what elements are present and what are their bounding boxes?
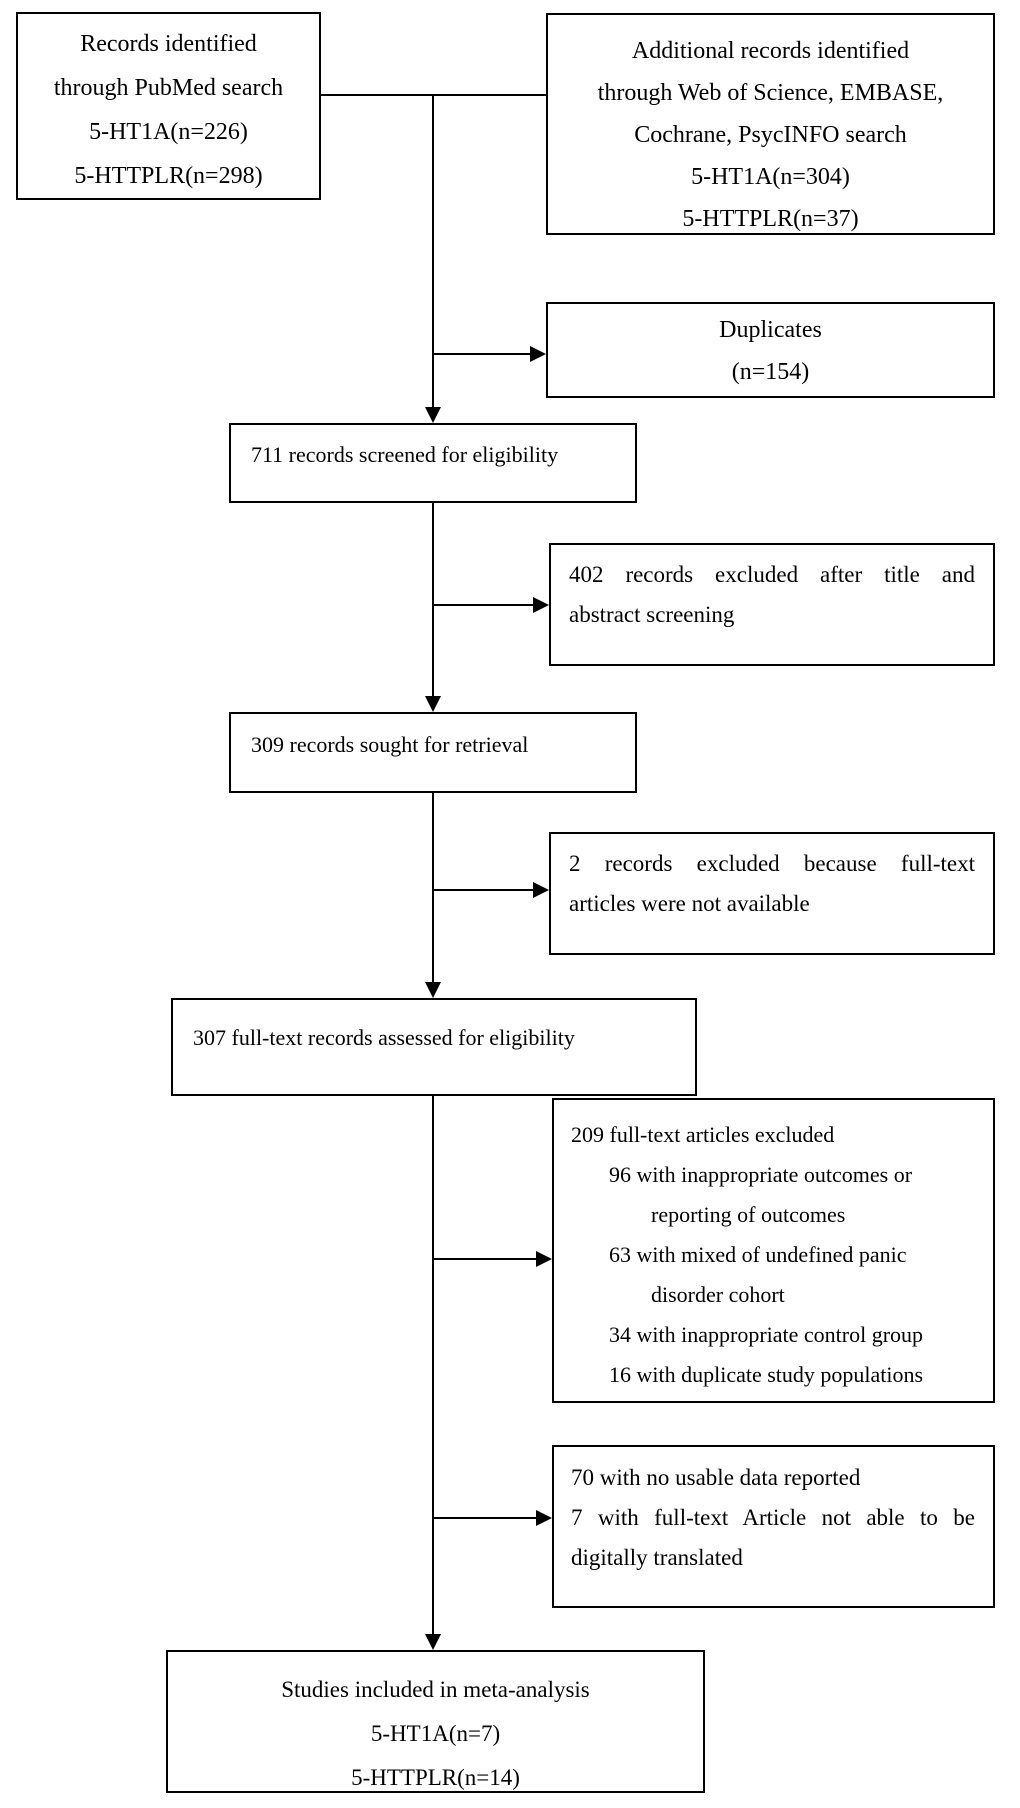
arrowhead-to-excluded-no-fulltext bbox=[533, 882, 549, 898]
connector-sources-join bbox=[321, 94, 548, 96]
arrowhead-to-excluded-reasons bbox=[536, 1251, 552, 1267]
box-text-line: disorder cohort bbox=[651, 1282, 785, 1307]
box-records-additional: Additional records identified through We… bbox=[546, 13, 995, 235]
box-excluded-title-abstract: 402 records excluded after title and abs… bbox=[549, 543, 995, 666]
box-duplicates: Duplicates (n=154) bbox=[546, 302, 995, 398]
box-text-line: 5-HT1A(n=304) bbox=[691, 164, 850, 190]
box-text-line: reporting of outcomes bbox=[651, 1202, 846, 1227]
box-text-line: Additional records identified bbox=[631, 38, 910, 64]
box-text-line: 711 records screened for eligibility bbox=[251, 442, 559, 467]
box-text-line: through PubMed search bbox=[53, 75, 284, 101]
box-fulltext-excluded-reasons: 209 full-text articles excluded 96 with … bbox=[552, 1098, 995, 1403]
arrowhead-to-included bbox=[425, 1634, 441, 1650]
arrowhead-to-assessed bbox=[425, 982, 441, 998]
box-text-line: 63 with mixed of undefined panic bbox=[609, 1242, 907, 1267]
flow-line-to-sought bbox=[432, 503, 434, 696]
arrowhead-to-excluded-title-abstract bbox=[533, 597, 549, 613]
branch-line-to-excluded-title-abstract bbox=[433, 604, 535, 606]
box-text-line: Records identified bbox=[80, 31, 257, 57]
box-text-line: (n=154) bbox=[731, 359, 810, 385]
arrowhead-to-duplicates bbox=[530, 346, 546, 362]
flow-line-to-assessed bbox=[432, 793, 434, 982]
box-text-line: 96 with inappropriate outcomes or bbox=[609, 1162, 913, 1187]
box-text-line: Duplicates bbox=[719, 317, 822, 343]
box-text-line: 5-HT1A(n=226) bbox=[89, 119, 248, 145]
box-text-line: through Web of Science, EMBASE, bbox=[597, 80, 944, 106]
branch-line-to-duplicates bbox=[433, 353, 532, 355]
box-text-line: 5-HTTPLR(n=14) bbox=[351, 1765, 520, 1790]
branch-line-to-excluded-unusable bbox=[433, 1517, 538, 1519]
box-text-line: Studies included in meta-analysis bbox=[281, 1677, 590, 1702]
box-text-line: 70 with no usable data reported bbox=[571, 1465, 861, 1490]
box-text-line: 16 with duplicate study populations bbox=[609, 1362, 924, 1387]
box-text-line: 7 with full-text Article not able to be bbox=[571, 1505, 975, 1530]
box-studies-included: Studies included in meta-analysis 5-HT1A… bbox=[166, 1650, 705, 1793]
arrowhead-to-screened bbox=[425, 407, 441, 423]
flow-line-to-screened bbox=[432, 94, 434, 407]
box-text-line: 402 records excluded after title and bbox=[569, 562, 975, 587]
box-records-pubmed: Records identified through PubMed search… bbox=[16, 12, 321, 200]
branch-line-to-excluded-no-fulltext bbox=[433, 889, 535, 891]
box-excluded-no-fulltext: 2 records excluded because full-text art… bbox=[549, 832, 995, 955]
box-fulltext-assessed: 307 full-text records assessed for eligi… bbox=[171, 998, 697, 1096]
box-text-line: 5-HTTPLR(n=37) bbox=[682, 206, 859, 232]
box-text-line: 5-HT1A(n=7) bbox=[370, 1721, 501, 1746]
arrowhead-to-excluded-unusable bbox=[536, 1510, 552, 1526]
box-text-line: 34 with inappropriate control group bbox=[609, 1322, 924, 1347]
box-text-line: 307 full-text records assessed for eligi… bbox=[193, 1025, 575, 1050]
branch-line-to-excluded-reasons bbox=[433, 1258, 538, 1260]
box-text-line: 309 records sought for retrieval bbox=[251, 732, 529, 757]
flow-line-to-included bbox=[432, 1096, 434, 1634]
box-text-line: articles were not available bbox=[569, 891, 810, 916]
box-text-line: abstract screening bbox=[569, 602, 735, 627]
box-text-line: digitally translated bbox=[571, 1545, 743, 1570]
box-text-line: 5-HTTPLR(n=298) bbox=[74, 163, 263, 189]
box-records-sought: 309 records sought for retrieval bbox=[229, 712, 637, 793]
box-text-line: 209 full-text articles excluded bbox=[571, 1122, 835, 1147]
box-text-line: Cochrane, PsycINFO search bbox=[634, 122, 907, 148]
box-excluded-unusable: 70 with no usable data reported 7 with f… bbox=[552, 1445, 995, 1608]
arrowhead-to-sought bbox=[425, 696, 441, 712]
box-records-screened: 711 records screened for eligibility bbox=[229, 423, 637, 503]
box-text-line: 2 records excluded because full-text bbox=[569, 851, 975, 876]
